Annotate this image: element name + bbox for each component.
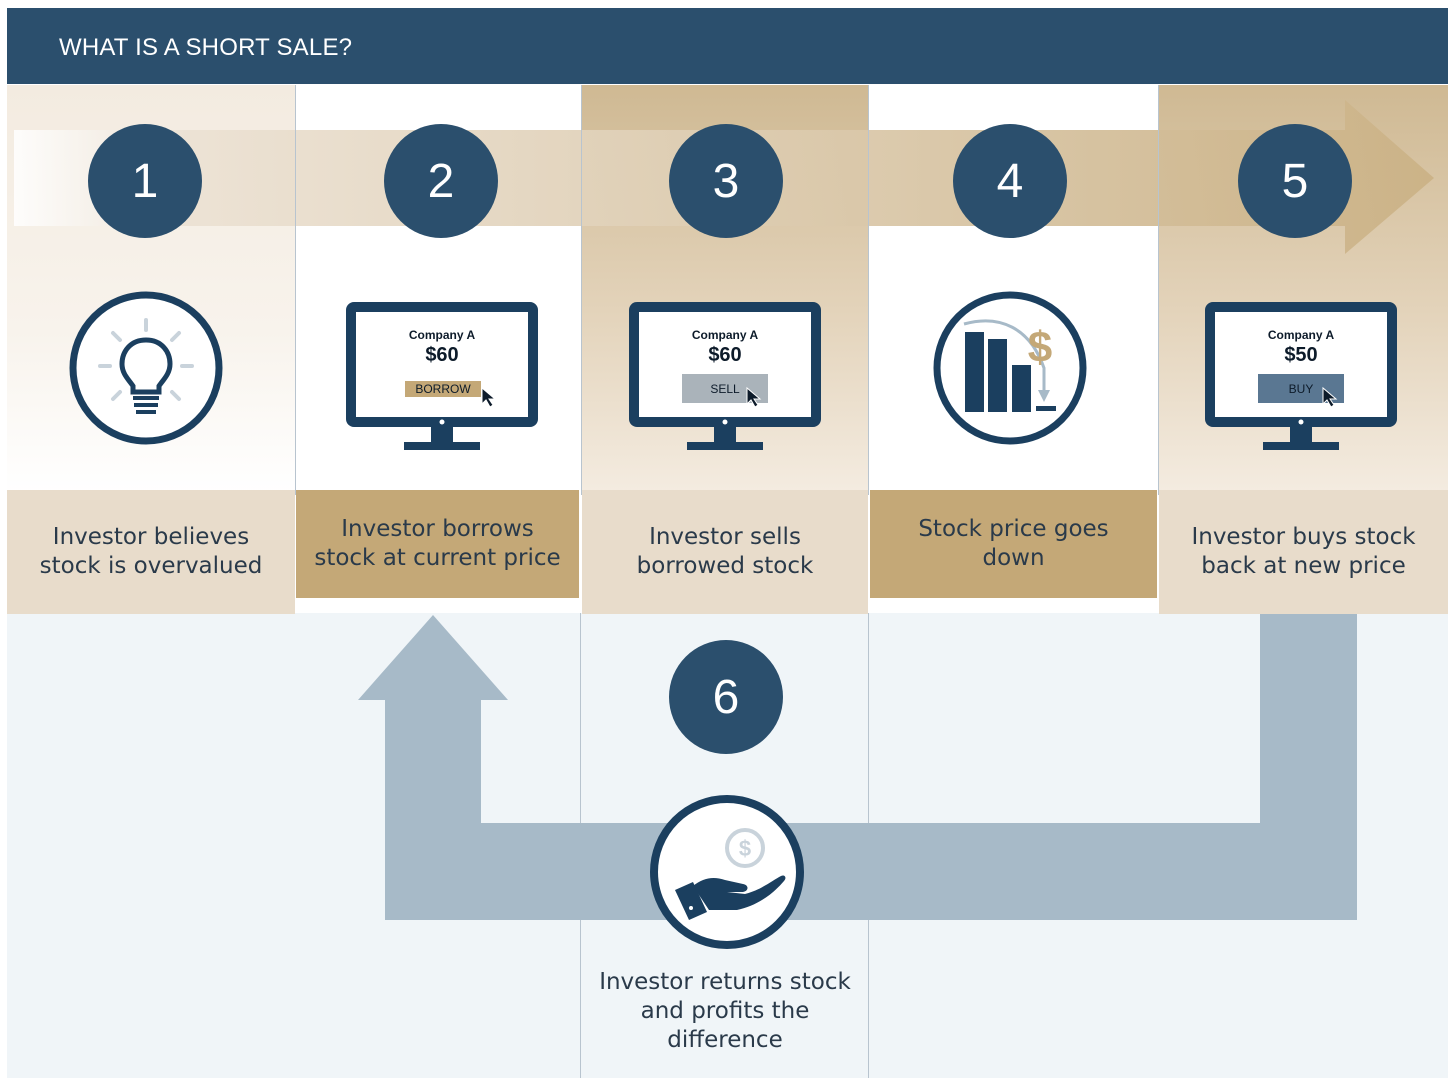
step-5-caption: Investor buys stock back at new price — [1159, 490, 1448, 614]
divider — [295, 85, 296, 495]
borrow-button[interactable]: BORROW — [405, 381, 481, 397]
step-6-number: 6 — [669, 640, 783, 754]
step-4-caption: Stock price goes down — [870, 490, 1157, 598]
divider — [1158, 85, 1159, 495]
step-1-caption: Investor believes stock is overvalued — [7, 490, 295, 614]
screen-price: $60 — [708, 344, 742, 366]
step-3-caption: Investor sells borrowed stock — [582, 490, 868, 614]
cursor-icon — [1322, 386, 1338, 408]
screen-company: Company A — [408, 328, 476, 342]
monitor-icon: Company A $60 SELL — [629, 302, 821, 452]
step-5-number: 5 — [1238, 124, 1352, 238]
lightbulb-icon — [69, 291, 223, 445]
svg-text:$: $ — [739, 836, 751, 861]
monitor-icon: Company A $60 BORROW — [346, 302, 538, 452]
step-4-number: 4 — [953, 124, 1067, 238]
screen-company: Company A — [691, 328, 759, 342]
divider — [868, 85, 869, 495]
monitor-icon: Company A $50 BUY — [1205, 302, 1397, 452]
svg-text:$: $ — [1028, 323, 1052, 372]
falling-bar-chart-icon: $ — [933, 291, 1087, 445]
step-2-caption: Investor borrows stock at current price — [296, 490, 579, 598]
cursor-icon — [481, 386, 497, 408]
screen-price: $60 — [425, 344, 459, 366]
divider — [581, 85, 582, 495]
step-3-number: 3 — [669, 124, 783, 238]
step-6-caption: Investor returns stock and profits the d… — [599, 969, 851, 1053]
step-1-number: 1 — [88, 124, 202, 238]
cursor-icon — [746, 386, 762, 408]
screen-price: $50 — [1284, 344, 1318, 366]
screen-company: Company A — [1267, 328, 1335, 342]
hand-coin-icon: $ — [650, 795, 804, 949]
step-2-number: 2 — [384, 124, 498, 238]
header-bar: WHAT IS A SHORT SALE? — [7, 8, 1448, 84]
page-title: WHAT IS A SHORT SALE? — [59, 34, 353, 61]
